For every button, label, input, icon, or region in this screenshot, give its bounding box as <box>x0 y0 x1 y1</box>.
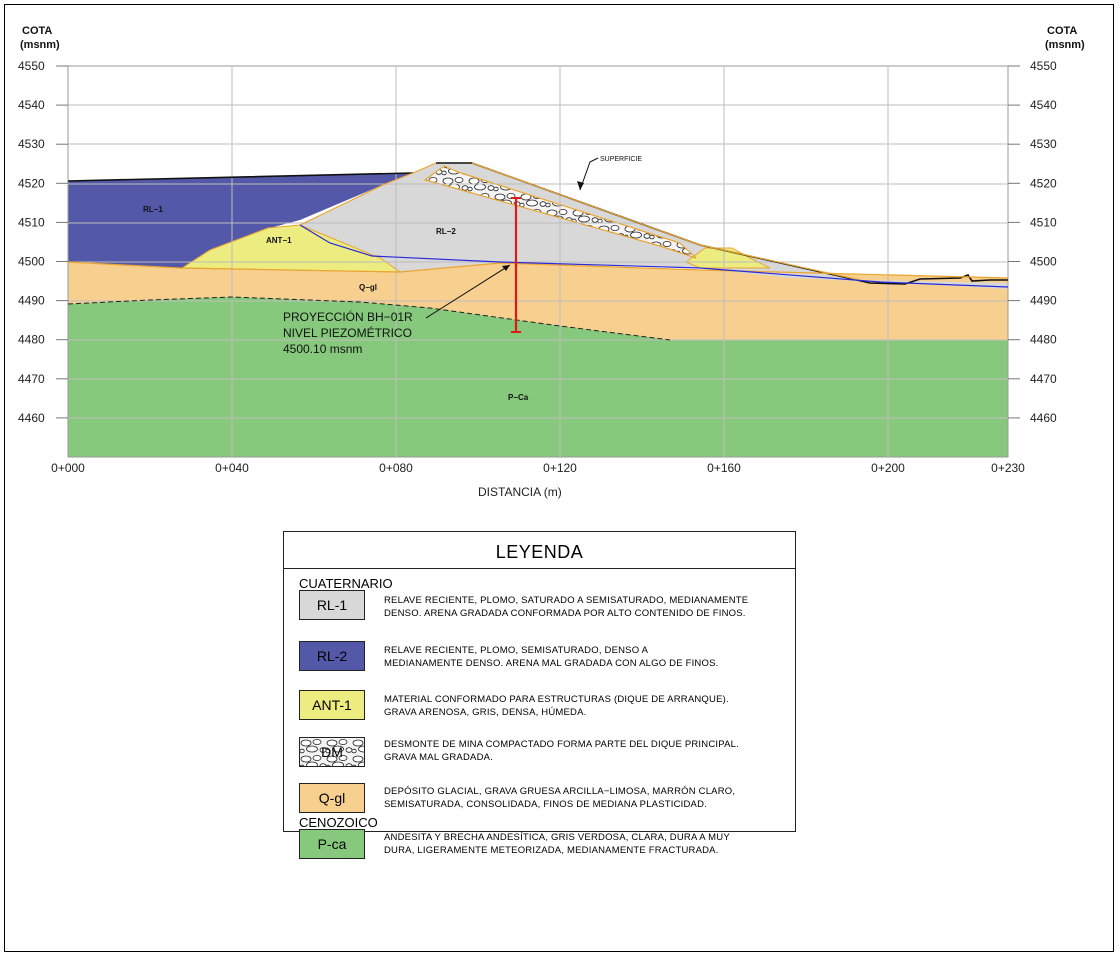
right-axis-title-1: COTA <box>1047 25 1077 37</box>
legend-swatch-dm: DM <box>299 736 365 767</box>
y-tick-right: 4550 <box>1030 59 1057 73</box>
y-tick-right: 4530 <box>1030 137 1057 151</box>
x-tick-label: 0+000 <box>51 461 85 475</box>
qgl-label: Q−gl <box>359 283 377 292</box>
superficie-label: SUPERFICIE <box>600 156 642 163</box>
legend-swatch-pca: P-ca <box>299 829 365 860</box>
legend-swatch-rl1: RL-1 <box>299 590 365 621</box>
x-tick-label: 0+040 <box>215 461 249 475</box>
drawing-frame <box>4 4 1114 952</box>
legend-title: LEYENDA <box>284 532 795 569</box>
legend-desc-rl2: RELAVE RECIENTE, PLOMO, SEMISATURADO, DE… <box>384 645 719 670</box>
boulder-icon <box>300 737 364 766</box>
x-tick-label: 0+080 <box>379 461 413 475</box>
grid <box>67 65 1009 458</box>
pca-label: P−Ca <box>508 393 529 402</box>
legend: LEYENDA CUATERNARIO RL-1 RELAVE RECIENTE… <box>283 531 796 860</box>
x-axis-title: DISTANCIA (m) <box>478 485 562 499</box>
legend-desc-pca: ANDESITA Y BRECHA ANDESÍTICA, GRIS VERDO… <box>384 832 730 857</box>
legend-desc-ant1: MATERIAL CONFORMADO PARA ESTRUCTURAS (DI… <box>384 693 729 718</box>
y-tick-right: 4510 <box>1030 215 1057 229</box>
y-tick-right: 4540 <box>1030 98 1057 112</box>
x-tick-label: 0+120 <box>543 461 577 475</box>
legend-desc-rl1: RELAVE RECIENTE, PLOMO, SATURADO A SEMIS… <box>384 595 749 620</box>
legend-swatch-rl2: RL-2 <box>299 640 365 671</box>
legend-group-cuaternario: CUATERNARIO <box>299 576 393 592</box>
pca-contact-line <box>67 296 671 341</box>
y-tick-right: 4490 <box>1030 294 1057 308</box>
legend-swatch-qgl: Q-gl <box>299 782 365 813</box>
x-tick-label: 0+160 <box>707 461 741 475</box>
y-tick-right: 4460 <box>1030 411 1057 425</box>
y-axis-right: 4550 4540 4530 4520 4510 4500 4490 4480 4470 4460 <box>1008 59 1057 425</box>
y-tick-left: 4460 <box>18 411 45 425</box>
left-axis-title-1: COTA <box>22 25 52 37</box>
rl2-outline <box>299 162 861 281</box>
borehole-label-1: PROYECCIÓN BH−01R <box>283 309 413 324</box>
layers <box>68 163 1008 457</box>
borehole-label-3: 4500.10 msnm <box>283 342 362 356</box>
rl2-label: RL−2 <box>436 227 456 236</box>
x-tick-label: 0+230 <box>991 461 1025 475</box>
qgl-top-line <box>67 261 1009 279</box>
y-axis-left: 4550 4540 4530 4520 4510 4500 4490 4480 4470 4460 <box>18 59 68 425</box>
legend-desc-dm: DESMONTE DE MINA COMPACTADO FORMA PARTE … <box>384 739 739 764</box>
boundaries <box>67 157 1009 341</box>
y-tick-left: 4480 <box>18 333 45 347</box>
y-tick-left: 4530 <box>18 137 45 151</box>
legend-swatch-ant1: ANT-1 <box>299 690 365 721</box>
borehole-label-2: NIVEL PIEZOMÉTRICO <box>283 325 412 340</box>
y-tick-left: 4510 <box>18 215 45 229</box>
x-axis: 0+000 0+040 0+080 0+120 0+160 0+200 0+230 <box>51 461 1025 475</box>
ant1-label: ANT−1 <box>266 236 292 245</box>
y-tick-right: 4470 <box>1030 372 1057 386</box>
legend-desc-qgl: DEPÓSITO GLACIAL, GRAVA GRUESA ARCILLA−L… <box>384 786 736 811</box>
y-tick-left: 4540 <box>18 98 45 112</box>
y-tick-right: 4500 <box>1030 255 1057 269</box>
y-tick-left: 4500 <box>18 255 45 269</box>
legend-group-cenozoico: CENOZOICO <box>299 814 378 830</box>
rl1-layer <box>68 173 413 268</box>
y-tick-left: 4470 <box>18 372 45 386</box>
rl1-label: RL−1 <box>143 205 163 214</box>
water-table-line <box>299 224 1009 288</box>
y-tick-left: 4550 <box>18 59 45 73</box>
x-tick-label: 0+200 <box>871 461 905 475</box>
y-tick-right: 4520 <box>1030 176 1057 190</box>
y-tick-left: 4520 <box>18 176 45 190</box>
right-axis-title-2: (msnm) <box>1045 39 1085 51</box>
borehole-leader <box>425 264 511 319</box>
surface-leader <box>579 157 599 191</box>
y-tick-right: 4480 <box>1030 333 1057 347</box>
y-tick-left: 4490 <box>18 294 45 308</box>
left-axis-title-2: (msnm) <box>20 39 60 51</box>
